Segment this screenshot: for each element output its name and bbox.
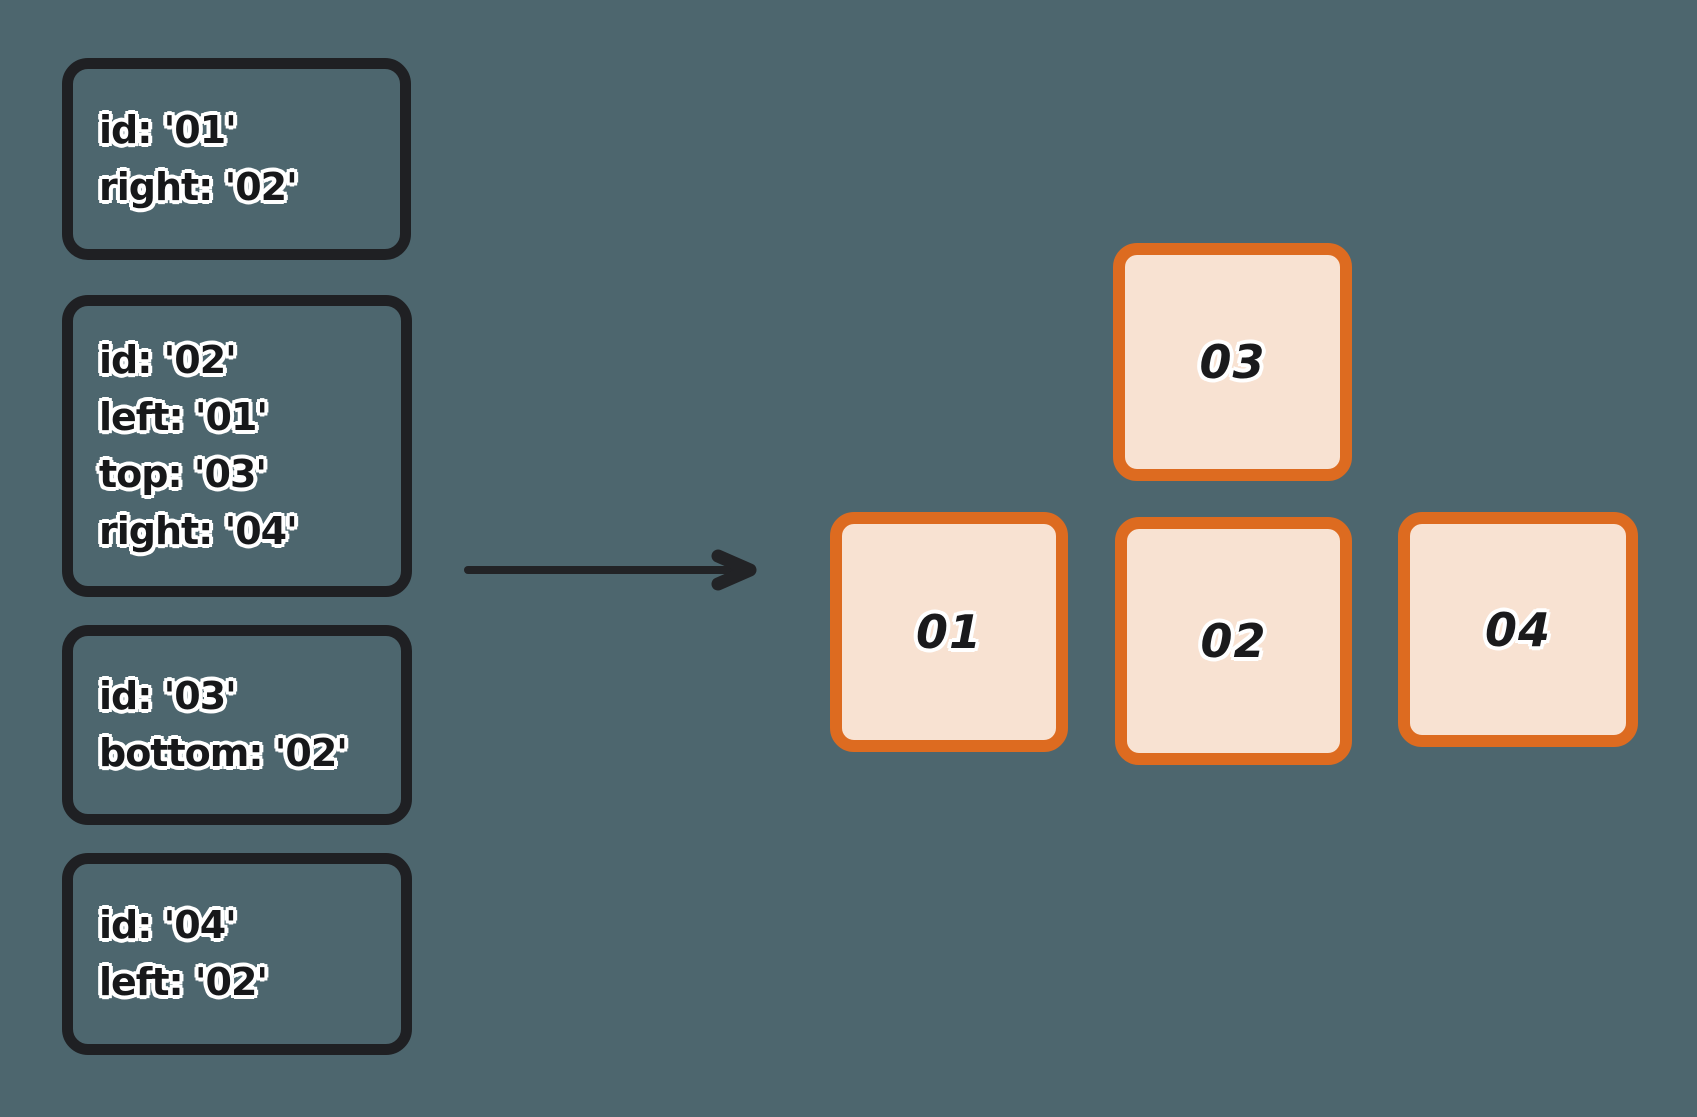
layout-cell-02: 02 xyxy=(1115,517,1352,765)
layout-cell-01: 01 xyxy=(830,512,1068,752)
node-line: bottom: '02' xyxy=(99,731,348,775)
cell-label: 01 xyxy=(915,605,982,659)
node-line: id: '04' xyxy=(99,903,237,947)
node-def-box-01: id: '01' right: '02' xyxy=(62,58,411,260)
node-line: left: '02' xyxy=(99,960,268,1004)
cell-label: 02 xyxy=(1200,614,1267,668)
cell-label: 04 xyxy=(1484,602,1551,657)
node-line: top: '03' xyxy=(99,452,267,496)
node-def-box-04: id: '04' left: '02' xyxy=(62,853,412,1055)
node-line: id: '03' xyxy=(99,674,237,718)
node-line: id: '01' xyxy=(99,108,237,152)
node-def-box-03: id: '03' bottom: '02' xyxy=(62,625,412,825)
cell-label: 03 xyxy=(1199,335,1266,389)
layout-cell-04: 04 xyxy=(1398,512,1638,747)
node-line: id: '02' xyxy=(99,338,237,382)
node-def-box-02: id: '02' left: '01' top: '03' right: '04… xyxy=(62,295,412,597)
arrow-right-icon xyxy=(464,549,757,591)
node-line: right: '04' xyxy=(99,509,298,553)
node-line: right: '02' xyxy=(99,165,298,209)
node-line: left: '01' xyxy=(99,395,268,439)
layout-cell-03: 03 xyxy=(1113,243,1352,481)
